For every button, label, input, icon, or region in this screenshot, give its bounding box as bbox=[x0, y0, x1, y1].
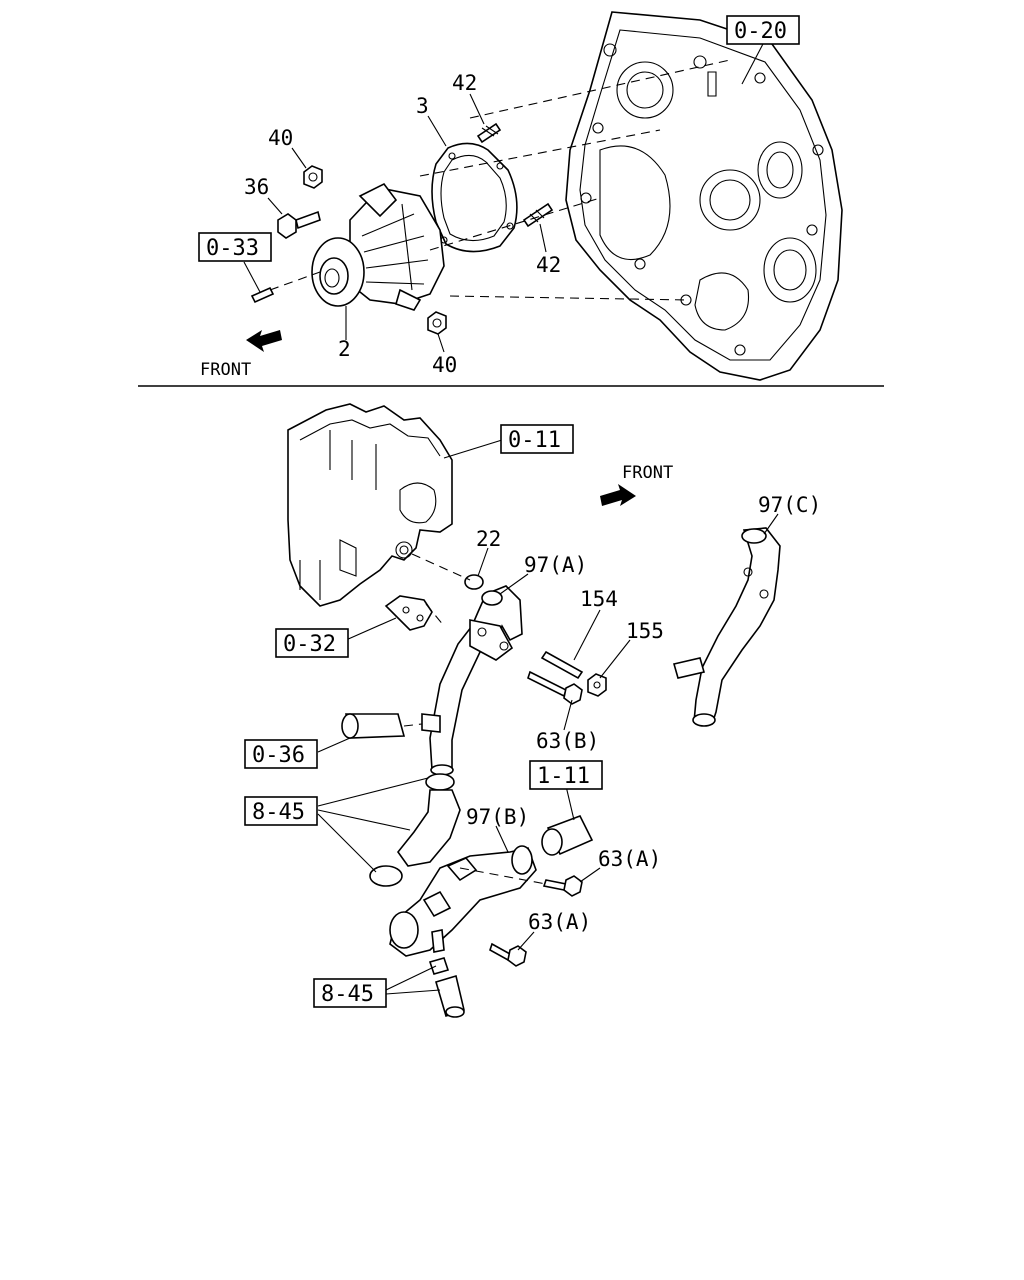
cylinder-block-0-11 bbox=[287, 403, 453, 607]
ref-box-0-11 bbox=[500, 424, 574, 454]
leader-8-45-a bbox=[317, 777, 429, 807]
callout-3: 3 bbox=[416, 94, 429, 118]
leader-40-bottom bbox=[437, 333, 445, 353]
nut-155 bbox=[587, 673, 607, 697]
leader-22 bbox=[477, 547, 489, 577]
callout-2: 2 bbox=[338, 337, 351, 361]
leader-0-11 bbox=[443, 439, 503, 459]
ref-0-11: 0-11 bbox=[508, 428, 561, 453]
leader-40-top bbox=[291, 147, 307, 169]
ref-8-45-bottom: 8-45 bbox=[321, 982, 374, 1007]
small-hose-8-45 bbox=[428, 957, 465, 1018]
bolt-63a-1 bbox=[542, 875, 583, 897]
callout-63b: 63(B) bbox=[536, 729, 599, 753]
callout-155: 155 bbox=[626, 619, 664, 643]
assembly-line-6 bbox=[411, 553, 471, 581]
leader-97b bbox=[495, 825, 509, 853]
leader-42-top bbox=[469, 93, 485, 125]
leader-155 bbox=[599, 639, 631, 679]
leader-0-33 bbox=[243, 261, 261, 293]
callout-42-top: 42 bbox=[452, 71, 477, 95]
leader-8-45-b bbox=[317, 809, 411, 831]
leader-63a-2 bbox=[517, 931, 535, 951]
ref-0-36: 0-36 bbox=[252, 743, 305, 768]
water-pump-2 bbox=[311, 182, 445, 311]
stud-154 bbox=[540, 650, 584, 680]
leader-154 bbox=[573, 609, 601, 661]
callout-63a-2: 63(A) bbox=[528, 910, 591, 934]
stud-42-top bbox=[476, 122, 502, 144]
leader-0-20 bbox=[741, 41, 765, 85]
assembly-line-8 bbox=[403, 723, 423, 727]
ref-box-1-11 bbox=[529, 760, 603, 790]
leader-3 bbox=[427, 115, 447, 147]
bolt-63a-2 bbox=[489, 942, 527, 967]
callout-97c: 97(C) bbox=[758, 493, 821, 517]
hose-8-45 bbox=[369, 773, 461, 887]
sleeve-1-11 bbox=[541, 814, 594, 856]
ref-box-0-36 bbox=[244, 739, 318, 769]
leader-42-bottom bbox=[539, 223, 547, 253]
water-pipe-97a bbox=[429, 585, 523, 776]
bolt-63b bbox=[527, 670, 583, 705]
pin-0-33 bbox=[250, 286, 275, 304]
front-label-bottom: FRONT bbox=[622, 463, 673, 483]
leader-97a bbox=[499, 573, 529, 595]
leader-8-45-e bbox=[385, 989, 441, 995]
callout-63a-1: 63(A) bbox=[598, 847, 661, 871]
callout-154: 154 bbox=[580, 587, 618, 611]
ref-1-11: 1-11 bbox=[537, 764, 590, 789]
bolt-36 bbox=[277, 210, 321, 239]
callout-40-bottom: 40 bbox=[432, 353, 457, 377]
water-pipe-97b bbox=[389, 845, 537, 957]
front-cover-plate-0-20 bbox=[565, 11, 843, 381]
assembly-line-5 bbox=[269, 271, 321, 291]
front-label-top: FRONT bbox=[200, 360, 251, 380]
ref-8-45-top: 8-45 bbox=[252, 800, 305, 825]
leader-0-36 bbox=[317, 737, 351, 753]
callout-97b: 97(B) bbox=[466, 805, 529, 829]
ref-0-20: 0-20 bbox=[734, 19, 787, 44]
callout-42-bottom: 42 bbox=[536, 253, 561, 277]
gasket-3 bbox=[431, 142, 518, 253]
leader-97c bbox=[763, 513, 779, 535]
ref-0-33: 0-33 bbox=[206, 236, 259, 261]
ref-0-32: 0-32 bbox=[283, 632, 336, 657]
bracket-0-32 bbox=[384, 595, 433, 631]
ref-box-8-45-top bbox=[244, 796, 318, 826]
o-ring-22 bbox=[464, 574, 484, 590]
leader-1-11 bbox=[565, 785, 575, 821]
leader-8-45-d bbox=[385, 965, 437, 991]
front-arrow-icon bbox=[246, 330, 282, 352]
ref-box-0-20 bbox=[726, 15, 800, 45]
assembly-line-7 bbox=[425, 603, 445, 627]
callout-97a: 97(A) bbox=[524, 553, 587, 577]
stud-42-bottom bbox=[522, 202, 554, 228]
sleeve-0-36 bbox=[341, 713, 441, 739]
callout-22: 22 bbox=[476, 527, 501, 551]
callout-36: 36 bbox=[244, 175, 269, 199]
nut-40-top bbox=[303, 165, 323, 189]
water-pipe-97c bbox=[672, 527, 781, 727]
assembly-line-4 bbox=[449, 295, 691, 301]
leader-0-32 bbox=[345, 617, 397, 641]
front-arrow-icon-bottom bbox=[600, 484, 636, 506]
leader-8-45-c bbox=[317, 813, 377, 873]
leader-63b bbox=[563, 699, 573, 731]
ref-box-0-32 bbox=[275, 628, 349, 658]
leader-63a-1 bbox=[579, 867, 601, 883]
leader-36 bbox=[267, 197, 283, 215]
assembly-line-2 bbox=[419, 129, 661, 177]
callout-40-top: 40 bbox=[268, 126, 293, 150]
nut-40-bottom bbox=[427, 311, 447, 335]
ref-box-0-33 bbox=[198, 232, 272, 262]
ref-box-8-45-bottom bbox=[313, 978, 387, 1008]
